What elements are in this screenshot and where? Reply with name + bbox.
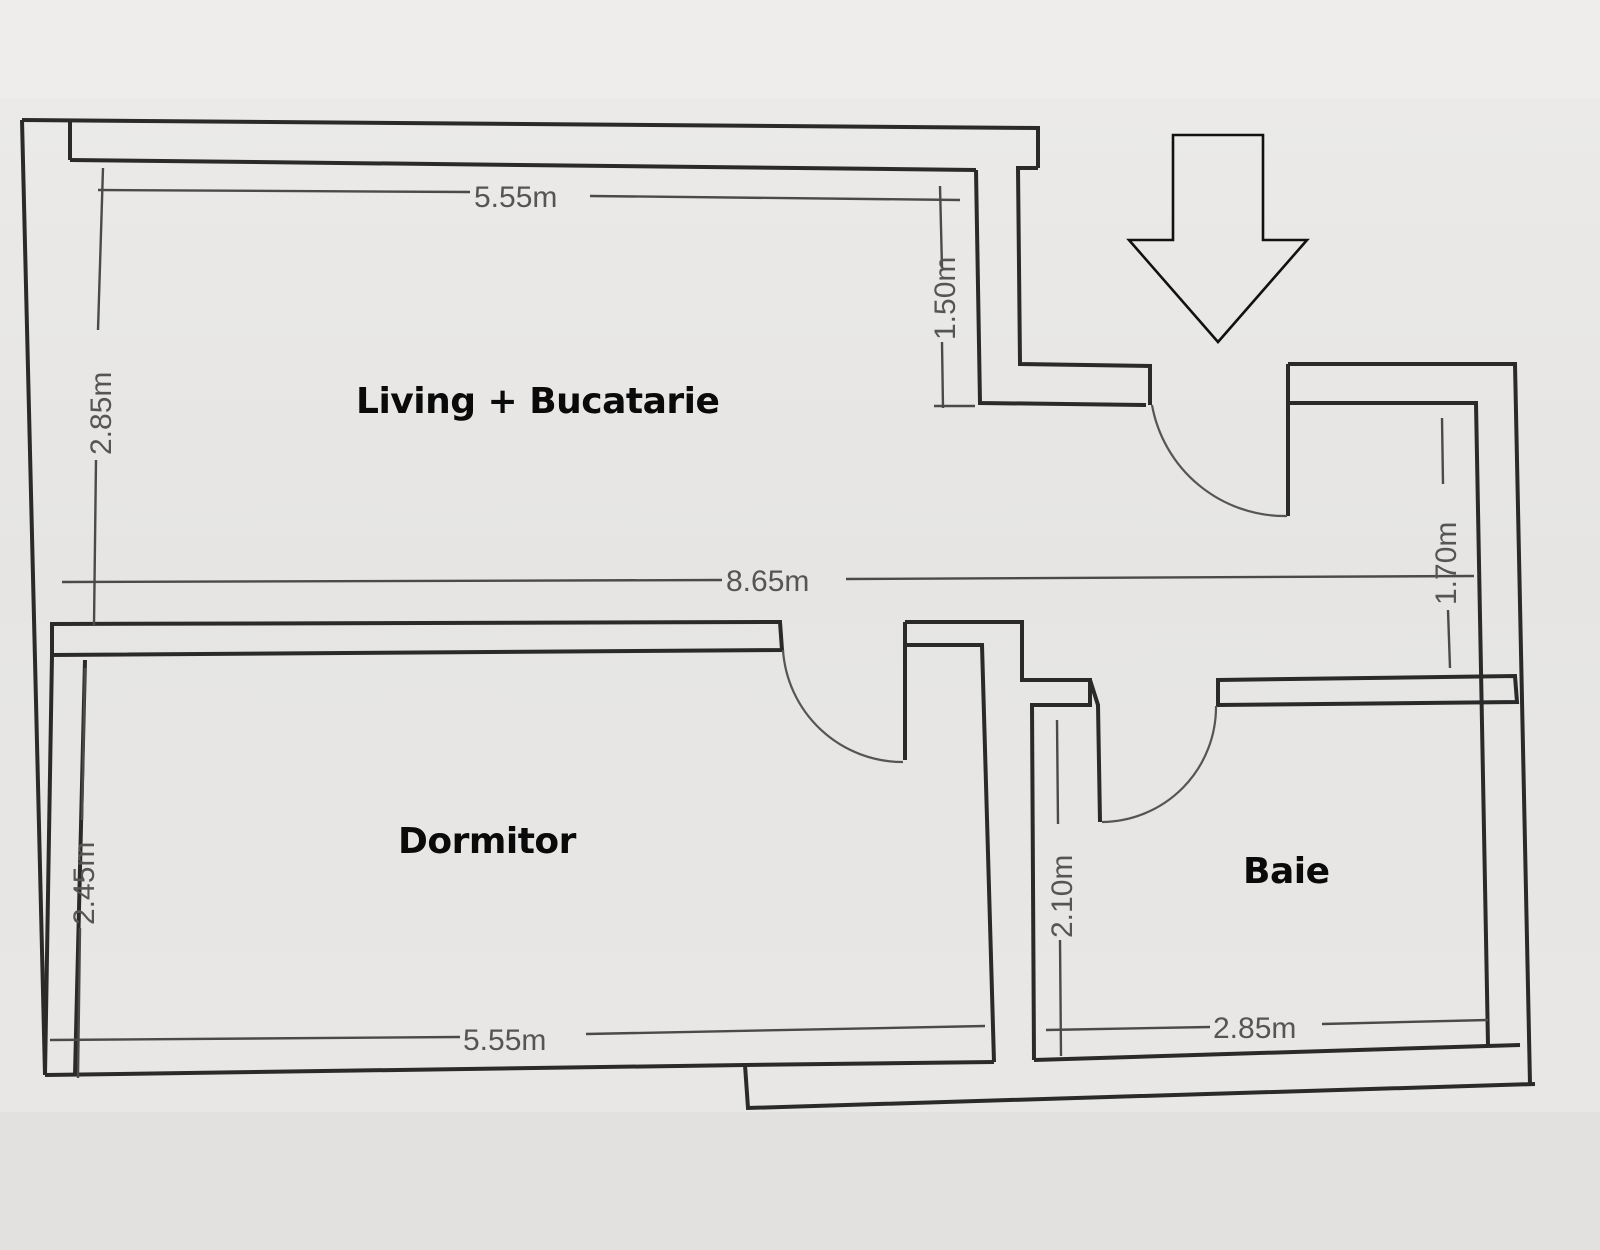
- dim-baie-width-bottom: 2.85m: [1213, 1012, 1296, 1045]
- room-label-baie: Baie: [1243, 851, 1330, 892]
- dim-entry-notch-height: 1.50m: [929, 257, 962, 340]
- dim-overall-width: 8.65m: [726, 565, 809, 598]
- dimension-labels: 5.55m 1.50m 2.85m 8.65m 1.70m 2.45m 5.55…: [68, 181, 1463, 1057]
- entrance-down-arrow-icon: [1126, 133, 1310, 344]
- paper-bottom-margin: [0, 1112, 1600, 1250]
- dim-baie-height-left: 2.10m: [1046, 855, 1079, 938]
- doors: [781, 404, 1288, 824]
- room-label-dormitor: Dormitor: [398, 821, 576, 862]
- paper-top-margin: [0, 0, 1600, 98]
- dim-living-width-top: 5.55m: [474, 181, 557, 214]
- walls: [20, 118, 1536, 1111]
- entrance-door-swing: [1150, 404, 1288, 518]
- dimension-lines: [49, 167, 1489, 1079]
- dim-living-height-left: 2.85m: [85, 372, 118, 455]
- dormitor-door-swing: [781, 649, 904, 764]
- dim-dormitor-height-left: 2.45m: [68, 842, 101, 925]
- dim-dormitor-width-bottom: 5.55m: [463, 1024, 546, 1057]
- room-label-living: Living + Bucatarie: [356, 381, 720, 422]
- baie-door-swing: [1101, 705, 1218, 824]
- dim-hall-height-right: 1.70m: [1430, 522, 1463, 605]
